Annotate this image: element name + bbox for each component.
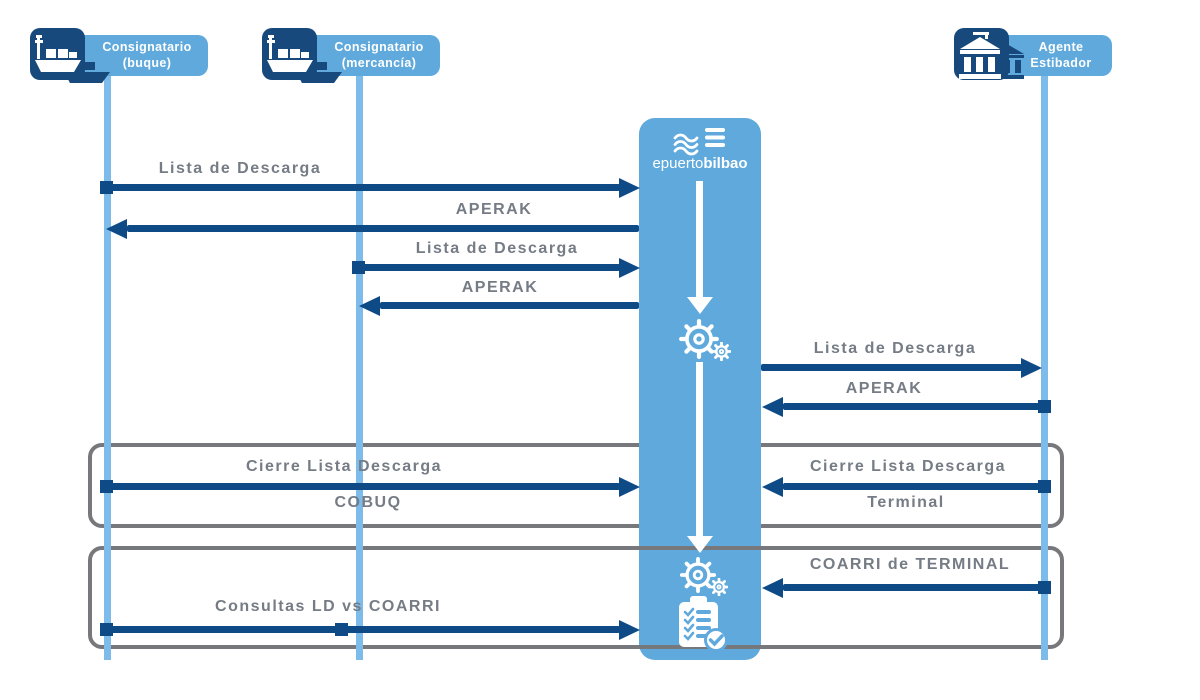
message-arrow-cierre-lista-right — [783, 483, 1044, 490]
waves-bars-icon — [673, 128, 725, 156]
actor-subname: (buque) — [122, 55, 172, 70]
arrow-origin-marker — [352, 261, 365, 274]
ship-icon — [30, 28, 110, 83]
lifeline-consignatario-buque — [104, 76, 111, 660]
message-label-aperak-2: APERAK — [461, 279, 539, 296]
arrow-origin-marker — [1038, 480, 1051, 493]
message-label-cierre-lista-right: Cierre Lista Descarga — [809, 458, 1007, 475]
actor-name: Agente — [1038, 39, 1084, 54]
group-box-cierre-lista — [88, 443, 1064, 528]
message-arrow-consultas — [107, 626, 620, 633]
arrowhead-left-icon — [762, 477, 783, 497]
actor-name: Consignatario — [334, 39, 424, 54]
arrow-origin-marker — [100, 480, 113, 493]
arrow-origin-marker — [1038, 581, 1051, 594]
arrowhead-right-icon — [619, 258, 640, 278]
flow-line — [696, 362, 703, 536]
message-arrow-aperak-1 — [127, 225, 639, 232]
actor-subname: Estibador — [1030, 55, 1092, 70]
arrowhead-left-icon — [359, 296, 380, 316]
arrow-origin-marker — [1038, 400, 1051, 413]
building-crane-icon — [954, 28, 1024, 80]
down-arrow-icon — [687, 297, 713, 314]
message-arrow-aperak-3 — [783, 403, 1044, 410]
checklist-check-icon — [679, 596, 728, 651]
message-arrow-coarri — [783, 584, 1044, 591]
brand-bold: bilbao — [703, 155, 748, 172]
arrowhead-right-icon — [619, 477, 640, 497]
small-gear-icon — [710, 578, 728, 596]
arrow-origin-marker — [335, 623, 348, 636]
down-arrow-icon — [687, 536, 713, 553]
message-label-lista-descarga-3: Lista de Descarga — [813, 340, 977, 357]
lifeline-consignatario-mercancia — [356, 76, 363, 660]
ship-icon — [262, 28, 342, 83]
arrowhead-right-icon — [619, 178, 640, 198]
message-label-coarri: COARRI de TERMINAL — [809, 556, 1011, 573]
arrowhead-right-icon — [1021, 358, 1042, 378]
arrowhead-left-icon — [106, 219, 127, 239]
flow-line — [696, 181, 703, 297]
small-gear-icon — [712, 342, 731, 361]
lifeline-agente-estibador — [1041, 76, 1048, 660]
arrowhead-left-icon — [762, 578, 783, 598]
message-label-cierre-lista-left: Cierre Lista Descarga — [245, 458, 443, 475]
epuertobilbao-brand: epuertobilbao — [639, 155, 761, 172]
message-arrow-aperak-2 — [380, 302, 639, 309]
actor-name: Consignatario — [102, 39, 192, 54]
message-arrow-lista-descarga-3 — [761, 364, 1022, 371]
gear-icon — [679, 556, 717, 594]
arrowhead-left-icon — [762, 397, 783, 417]
arrow-origin-marker — [100, 623, 113, 636]
message-sublabel-terminal: Terminal — [867, 494, 945, 511]
message-label-lista-descarga-2: Lista de Descarga — [415, 240, 579, 257]
message-label-aperak-3: APERAK — [845, 380, 923, 397]
arrowhead-right-icon — [619, 620, 640, 640]
message-sublabel-cobuq: COBUQ — [334, 494, 402, 511]
group-box-consultas-coarri — [88, 546, 1064, 649]
brand-regular: epuerto — [652, 155, 704, 172]
message-arrow-lista-descarga-1 — [107, 184, 620, 191]
message-label-consultas: Consultas LD vs COARRI — [215, 598, 441, 615]
message-label-aperak-1: APERAK — [455, 201, 533, 218]
arrow-origin-marker — [100, 181, 113, 194]
message-arrow-lista-descarga-2 — [359, 264, 620, 271]
gear-icon — [679, 319, 719, 359]
actor-subname: (mercancía) — [341, 55, 417, 70]
message-label-lista-descarga-1: Lista de Descarga — [158, 160, 322, 177]
message-arrow-cierre-lista-left — [107, 483, 620, 490]
